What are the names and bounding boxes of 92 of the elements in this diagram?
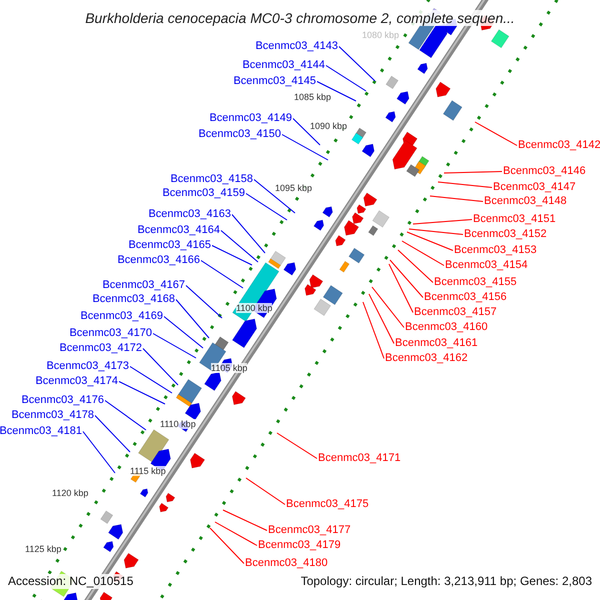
scale-label: 1105 kbp (211, 363, 248, 373)
gene-label: Bcenmc03_4146 (503, 165, 586, 178)
gene-label: Bcenmc03_4159 (162, 187, 245, 200)
scale-label: 1100 kbp (236, 303, 272, 313)
gene-label: Bcenmc03_4158 (170, 173, 253, 186)
leader-line (412, 219, 472, 224)
gene-label: Bcenmc03_4164 (137, 224, 220, 237)
leader-line (388, 264, 414, 313)
gene-label: Bcenmc03_4151 (473, 213, 556, 226)
scale-label: 1085 kbp (294, 92, 332, 102)
leader-line (232, 214, 266, 254)
gene-label: Bcenmc03_4148 (484, 195, 567, 208)
leader-line (220, 230, 258, 262)
leader-line (406, 232, 454, 251)
leader-line (142, 348, 178, 386)
leader-line (246, 193, 288, 220)
gene-label: Bcenmc03_4171 (318, 452, 401, 465)
leader-line (326, 65, 366, 92)
gene-label: Bcenmc03_4150 (198, 128, 281, 141)
gene-label: Bcenmc03_4143 (255, 40, 338, 53)
leader-line (282, 134, 328, 160)
leader-line (430, 196, 484, 202)
gene-label: Bcenmc03_4176 (21, 394, 104, 407)
leader-line (402, 240, 444, 266)
scale-label: 1115 kbp (130, 466, 166, 476)
leader-line (210, 528, 244, 564)
leader-line (82, 431, 116, 474)
gene-label: Bcenmc03_4160 (405, 321, 488, 334)
leader-line (246, 478, 286, 505)
leader-line (254, 179, 296, 214)
gene-label: Bcenmc03_4178 (11, 409, 94, 422)
leader-line (214, 522, 258, 546)
gene-label: Bcenmc03_4175 (286, 498, 369, 511)
leader-line (176, 299, 210, 338)
gene-label: Bcenmc03_4177 (268, 524, 351, 537)
gene-label: Bcenmc03_4154 (445, 259, 528, 272)
gene-label: Bcenmc03_4147 (493, 181, 576, 194)
gene-label: Bcenmc03_4156 (424, 291, 507, 304)
leader-line (338, 46, 376, 82)
footer-text: Accession: NC_010515 (8, 574, 134, 589)
leader-line (292, 118, 320, 146)
gene-label: Bcenmc03_4149 (209, 112, 292, 125)
scale-label: 1110 kbp (160, 419, 196, 429)
leader-line (390, 260, 424, 298)
leader-line (316, 81, 356, 102)
gene-label: Bcenmc03_4166 (117, 254, 200, 267)
scale-label: 1080 kbp (362, 30, 400, 40)
leader-line (222, 510, 268, 531)
leader-line (276, 432, 318, 459)
leader-line (130, 366, 172, 394)
leader-line (186, 285, 222, 318)
gene-label: Bcenmc03_4162 (385, 352, 468, 365)
gene-label: Bcenmc03_4161 (395, 337, 478, 350)
leader-line (444, 171, 502, 174)
gene-label: Bcenmc03_4153 (454, 244, 537, 257)
gene-label: Bcenmc03_4172 (59, 342, 142, 355)
leader-line (212, 245, 252, 266)
gene-label: Bcenmc03_4165 (128, 239, 211, 252)
gene-label: Bcenmc03_4179 (258, 539, 341, 552)
leader-line (408, 228, 464, 235)
gene-label: Bcenmc03_4169 (80, 310, 163, 323)
gene-label: Bcenmc03_4173 (46, 360, 129, 373)
leader-line (104, 400, 146, 430)
gene-label: Bcenmc03_4163 (148, 208, 231, 221)
gene-label: Bcenmc03_4167 (102, 279, 185, 292)
gene-label: Bcenmc03_4180 (245, 557, 328, 570)
gene-label: Bcenmc03_4142 (518, 139, 600, 152)
scale-label: 1095 kbp (275, 183, 312, 193)
leader-line (438, 182, 492, 188)
gene-label: Bcenmc03_4144 (242, 59, 325, 72)
scale-label: 1125 kbp (25, 544, 62, 554)
leader-line (474, 122, 518, 146)
leader-line (118, 381, 166, 404)
gene-label: Bcenmc03_4145 (233, 75, 316, 88)
gene-label: Bcenmc03_4168 (92, 293, 175, 306)
scale-label: 1120 kbp (52, 488, 88, 498)
gene-label: Bcenmc03_4170 (69, 327, 152, 340)
leader-line (94, 415, 130, 452)
leader-line (368, 294, 394, 344)
leader-line (152, 333, 196, 358)
gene-label: Bcenmc03_4157 (414, 306, 497, 319)
footer-text: Topology: circular; Length: 3,213,911 bp; Genes: 2,803 (300, 574, 592, 589)
gene-label: Bcenmc03_4152 (464, 228, 547, 241)
leader-line (200, 260, 244, 288)
leader-line (398, 250, 434, 283)
leader-line (362, 302, 384, 359)
gene-label: Bcenmc03_4181 (0, 425, 82, 438)
leader-line (164, 316, 204, 348)
gene-label: Bcenmc03_4155 (434, 276, 517, 289)
leader-line (372, 286, 404, 328)
scale-label: 1090 kbp (310, 121, 348, 131)
gene-label: Bcenmc03_4174 (35, 375, 118, 388)
